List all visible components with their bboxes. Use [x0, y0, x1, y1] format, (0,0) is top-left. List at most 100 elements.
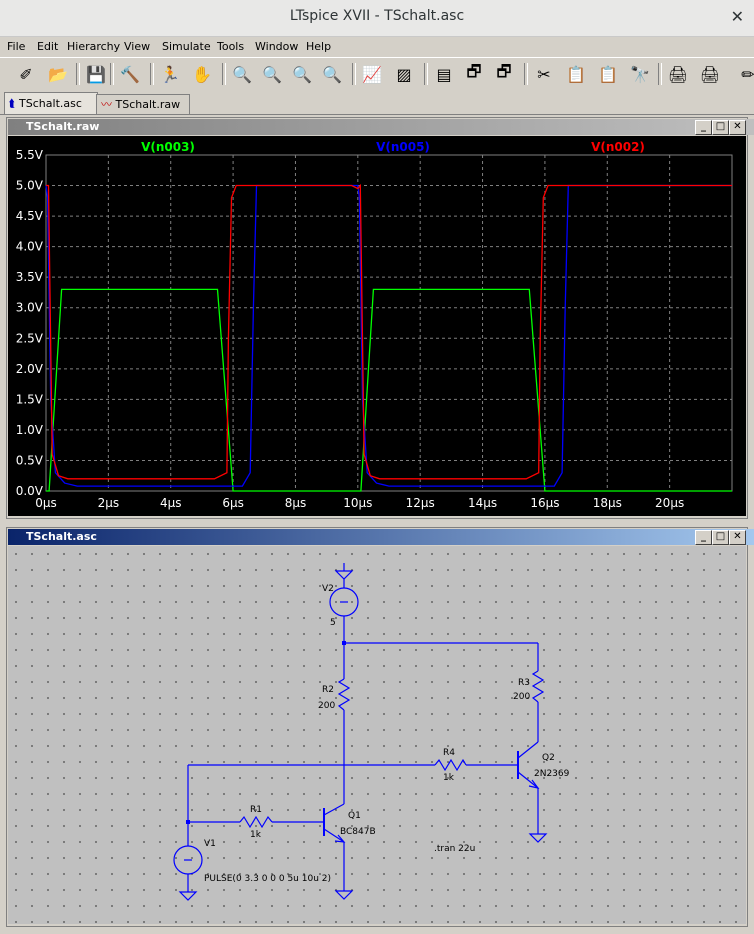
schematic-close-button[interactable]: ✕ [729, 530, 746, 545]
schematic-tab-icon: ⮬ [9, 97, 16, 110]
r2-resistor-symbol [337, 678, 351, 711]
zoom-in-icon[interactable]: 🔍 [232, 64, 252, 84]
cascade-icon[interactable]: 🗗 [466, 61, 482, 81]
print-setup-icon[interactable]: 🖨 [699, 64, 721, 84]
q1-emitter [323, 828, 345, 843]
new-schematic-icon[interactable]: ✐ [19, 64, 33, 84]
x-tick-label: 0µs [35, 496, 57, 510]
waveform-minimize-button[interactable]: _ [695, 120, 712, 135]
schematic-minimize-button[interactable]: _ [695, 530, 712, 545]
pan-icon[interactable]: 🔍 [262, 64, 282, 84]
status-bar [0, 928, 754, 934]
y-tick-label: 4.0V [16, 240, 44, 254]
x-tick-label: 14µs [468, 496, 497, 510]
window-close-icon[interactable]: ✕ [730, 7, 744, 26]
schematic-window-titlebar: TSchalt.asc [8, 529, 754, 545]
v1-value: PULSE(0 3.3 0 0 0 5u 10u 2) [204, 874, 331, 884]
y-tick-label: 1.5V [16, 392, 44, 406]
legend-entry: V(n002) [591, 140, 645, 154]
v2-ground-symbol [334, 563, 354, 580]
toolbar-separator [76, 63, 80, 85]
menu-bar: File Edit Hierarchy View Simulate Tools … [0, 37, 754, 57]
waveform-close-button[interactable]: ✕ [729, 120, 746, 135]
junction-dot [342, 641, 346, 645]
x-tick-label: 16µs [530, 496, 559, 510]
y-tick-label: 2.0V [16, 362, 44, 376]
toolbar-separator [524, 63, 528, 85]
r1-label: R1 [250, 805, 262, 815]
y-tick-label: 5.0V [16, 179, 44, 193]
schematic-canvas[interactable]: V2 5 R2 200 R3 200 R4 1k Q2 2N2369 R1 1k… [8, 546, 746, 924]
print-icon[interactable]: 🖨 [667, 64, 689, 84]
x-tick-label: 8µs [285, 496, 307, 510]
document-tabs: ⮬ TSchalt.asc 〰 TSchalt.raw [0, 92, 754, 115]
menu-view[interactable]: View [124, 40, 151, 53]
q1-label: Q1 [348, 811, 361, 821]
toolbar-separator [150, 63, 154, 85]
v2-label: V2 [322, 584, 334, 594]
open-folder-icon[interactable]: 📂 [48, 64, 68, 84]
plot-frame [45, 154, 733, 492]
cut-icon[interactable]: ✂ [537, 64, 551, 84]
r4-value: 1k [443, 773, 455, 783]
x-tick-label: 4µs [160, 496, 182, 510]
autorange-icon[interactable]: 📈 [362, 64, 382, 84]
window-titlebar: LTspice XVII - TSchalt.asc ✕ [0, 0, 754, 37]
menu-file[interactable]: File [7, 40, 26, 53]
zoom-back-icon[interactable]: ▨ [396, 64, 412, 84]
toolbar-separator [658, 63, 662, 85]
tab-schematic[interactable]: ⮬ TSchalt.asc [4, 92, 98, 114]
legend-entry: V(n003) [141, 140, 195, 154]
schematic-drawing: V2 5 R2 200 R3 200 R4 1k Q2 2N2369 R1 1k… [173, 563, 570, 901]
control-panel-icon[interactable]: 🔨 [120, 64, 140, 84]
window-title: LTspice XVII - TSchalt.asc [289, 8, 465, 24]
x-tick-label: 6µs [222, 496, 244, 510]
x-tick-label: 2µs [98, 496, 120, 510]
menu-window[interactable]: Window [255, 40, 299, 53]
menu-help[interactable]: Help [306, 40, 332, 53]
r3-label: R3 [518, 678, 530, 688]
tile-horizontal-icon[interactable]: ▤ [436, 64, 452, 84]
tab-waveform[interactable]: 〰 TSchalt.raw [96, 94, 190, 114]
tile-vertical-icon[interactable]: 🗗 [496, 61, 512, 81]
series-line-vn003 [46, 288, 732, 492]
menu-simulate[interactable]: Simulate [162, 40, 211, 53]
y-tick-label: 1.0V [16, 423, 44, 437]
zoom-out-icon[interactable]: 🔍 [292, 64, 312, 84]
paste-icon[interactable]: 📋 [598, 64, 618, 84]
schematic-maximize-button[interactable]: □ [712, 530, 729, 545]
y-tick-label: 3.5V [16, 270, 44, 284]
spice-directive[interactable]: .tran 22u [434, 844, 475, 854]
q1-value: BC847B [340, 827, 376, 837]
label-icon[interactable]: ✏ [741, 64, 754, 84]
halt-icon[interactable]: ✋ [192, 64, 212, 84]
save-icon[interactable]: 💾 [86, 64, 106, 84]
find-icon[interactable]: 🔭 [630, 64, 650, 84]
menu-tools[interactable]: Tools [217, 40, 245, 53]
menu-edit[interactable]: Edit [37, 40, 59, 53]
y-tick-label: 0.5V [16, 453, 44, 467]
menu-hierarchy[interactable]: Hierarchy [67, 40, 121, 53]
run-icon[interactable]: 🏃 [160, 64, 180, 84]
toolbar-separator [424, 63, 428, 85]
copy-icon[interactable]: 📋 [566, 64, 586, 84]
zoom-fit-icon[interactable]: 🔍 [322, 64, 342, 84]
v2-value: 5 [330, 618, 336, 628]
schematic-window-title: TSchalt.asc [26, 530, 97, 543]
r4-label: R4 [443, 748, 455, 758]
waveform-maximize-button[interactable]: □ [712, 120, 729, 135]
v1-ground-symbol [178, 891, 198, 901]
toolbar-separator [110, 63, 114, 85]
legend-entry: V(n005) [376, 140, 430, 154]
series-line-vn002 [46, 183, 732, 480]
r2-value: 200 [318, 701, 335, 711]
junction-dot [186, 820, 190, 824]
y-tick-label: 3.0V [16, 301, 44, 315]
q1-collector [323, 803, 345, 816]
q2-value: 2N2369 [534, 769, 570, 779]
toolbar-separator [352, 63, 356, 85]
waveform-window-title: TSchalt.raw [26, 120, 100, 133]
